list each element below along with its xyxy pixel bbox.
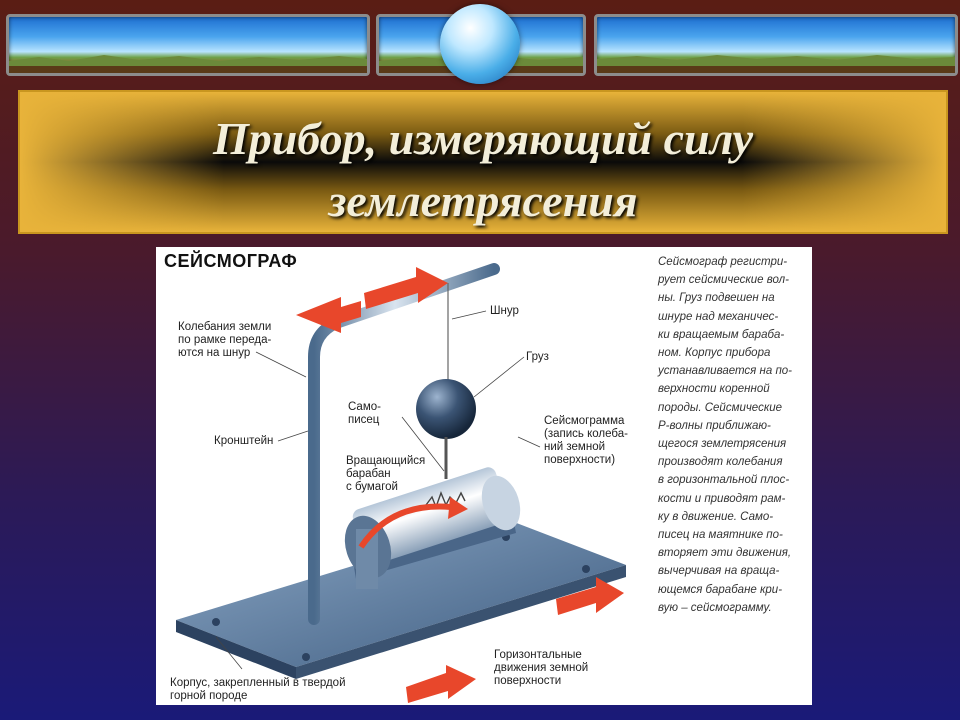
description-line: ющемся барабане кри- bbox=[658, 583, 783, 596]
description-line: ку в движение. Само- bbox=[658, 510, 774, 523]
title-box: Прибор, измеряющий силу землетрясения bbox=[20, 92, 946, 232]
description-line: писец на маятнике по- bbox=[658, 529, 783, 542]
description-line: верхности коренной bbox=[658, 383, 770, 396]
weight-ball bbox=[416, 379, 476, 439]
banner-left bbox=[6, 14, 370, 76]
description-line: шнуре над механичес- bbox=[658, 310, 779, 323]
label-weight: Груз bbox=[526, 351, 549, 363]
description-line: устанавливается на по- bbox=[658, 365, 792, 378]
rotating-drum bbox=[352, 467, 510, 565]
description-line: вую – сейсмограмму. bbox=[658, 601, 772, 614]
description-line: вторяет эти движения, bbox=[658, 547, 792, 560]
label-pen: Само- писец bbox=[348, 401, 381, 426]
slide-title-line1: Прибор, измеряющий силу bbox=[212, 113, 754, 164]
description-line: производят колебания bbox=[658, 456, 783, 469]
arrow-top-left bbox=[296, 297, 361, 333]
label-horizontal: Горизонтальные движения земной поверхнос… bbox=[494, 649, 589, 687]
description-line: Р-волны приближаю- bbox=[658, 419, 771, 432]
label-base: Корпус, закрепленный в твердой горной по… bbox=[170, 677, 346, 702]
description-line: щегося землетрясения bbox=[658, 438, 787, 451]
arrow-top-right bbox=[364, 267, 448, 309]
slide-title-line2: землетрясения bbox=[328, 175, 638, 226]
description-line: породы. Сейсмические bbox=[658, 401, 783, 414]
label-bracket: Кронштейн bbox=[214, 435, 274, 447]
description-line: в горизонтальной плос- bbox=[658, 474, 790, 487]
description-line: вычерчивая на враща- bbox=[658, 565, 780, 578]
base-plate bbox=[176, 519, 626, 667]
description-line: ном. Корпус прибора bbox=[658, 347, 771, 360]
description-line: Сейсмограф регистри- bbox=[658, 256, 788, 268]
banner-right bbox=[594, 14, 958, 76]
label-seismogram: Сейсмограмма (запись колеба- ний земной … bbox=[544, 415, 628, 466]
description-line: ны. Груз подвешен на bbox=[658, 292, 775, 305]
seismograph-figure: СЕЙСМОГРАФ Колебания земли по рамке пере… bbox=[156, 247, 812, 705]
label-cord: Шнур bbox=[490, 305, 519, 317]
figure-heading: СЕЙСМОГРАФ bbox=[164, 251, 298, 271]
description-line: ки вращаемым бараба- bbox=[658, 328, 785, 341]
arrow-bottom-right bbox=[556, 577, 624, 615]
description-line: кости и приводят рам- bbox=[658, 492, 786, 505]
description-line: рует сейсмические вол- bbox=[658, 274, 789, 287]
globe-icon bbox=[440, 4, 520, 84]
label-frame-vibration: Колебания земли по рамке переда- ются на… bbox=[178, 321, 272, 359]
slide-title: Прибор, измеряющий силу землетрясения bbox=[20, 108, 946, 232]
seismograph-illustration bbox=[176, 263, 626, 703]
arrow-bottom-left bbox=[406, 665, 476, 703]
description-text: Сейсмограф регистри-рует сейсмические во… bbox=[658, 253, 808, 617]
label-drum: Вращающийся барабан с бумагой bbox=[346, 455, 426, 493]
